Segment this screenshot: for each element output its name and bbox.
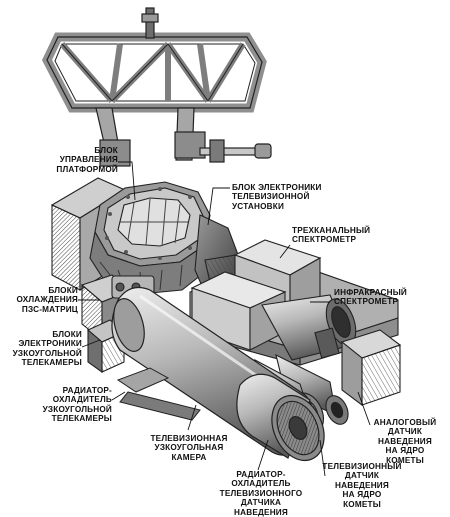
- platform-support-frame: [41, 7, 272, 167]
- narrow-camera-radiator: [236, 373, 325, 462]
- tv-nucleus-sensor-cylinder: [275, 353, 349, 425]
- label-tv-electronics: БЛОК ЭЛЕКТРОНИКИ ТЕЛЕВИЗИОННОЙ УСТАНОВКИ: [232, 183, 322, 211]
- label-ccd-cooling: БЛОКИ ОХЛАЖДЕНИЯ ПЗС-МАТРИЦ: [16, 286, 78, 314]
- label-analog-nucleus-sensor: АНАЛОГОВЫЙ ДАТЧИК НАВЕДЕНИЯ НА ЯДРО КОМЕ…: [373, 418, 437, 465]
- camera-mount: [116, 367, 201, 421]
- label-narrow-tv-camera: ТЕЛЕВИЗИОННАЯ УЗКОУГОЛЬНАЯ КАМЕРА: [150, 434, 228, 462]
- label-tv-sensor-radiator: РАДИАТОР- ОХЛАДИТЕЛЬ ТЕЛЕВИЗИОННОГО ДАТЧ…: [219, 470, 303, 517]
- label-narrow-camera-electronics: БЛОКИ ЭЛЕКТРОНИКИ УЗКОУГОЛЬНОЙ ТЕЛЕКАМЕР…: [12, 330, 82, 368]
- label-tv-nucleus-sensor: ТЕЛЕВИЗИОННЫЙ ДАТЧИК НАВЕДЕНИЯ НА ЯДРО К…: [322, 462, 402, 509]
- label-three-channel-spectrometer: ТРЕХКАНАЛЬНЫЙ СПЕКТРОМЕТР: [292, 226, 371, 245]
- label-narrow-camera-radiator: РАДИАТОР- ОХЛАДИТЕЛЬ УЗКОУГОЛЬНОЙ ТЕЛЕКА…: [42, 386, 112, 424]
- label-ir-spectrometer: ИНФРАКРАСНЫЙ СПЕКТРОМЕТР: [334, 288, 408, 307]
- analog-nucleus-sensor-unit: [340, 329, 402, 407]
- label-platform-control: БЛОК УПРАВЛЕНИЯ ПЛАТФОРМОЙ: [56, 146, 118, 174]
- leader-lines: [78, 161, 371, 477]
